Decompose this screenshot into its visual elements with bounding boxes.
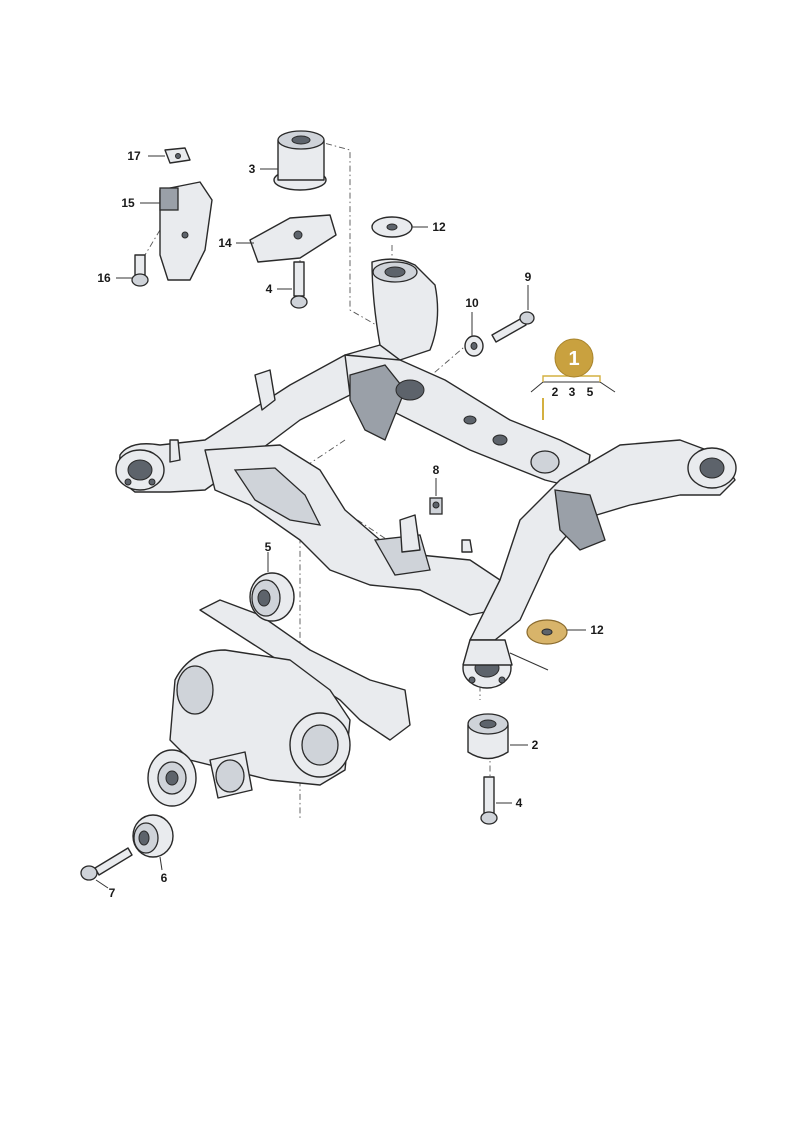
final-drive-differential: [147, 599, 411, 807]
callout-3: 3: [249, 162, 256, 176]
callout-17: 17: [127, 149, 141, 163]
callout-labels: 17 15 16 3 14 4 12 10 9 8 5 12 2 4 6 7: [97, 149, 604, 900]
bolt-part-16: [131, 254, 149, 287]
bolt-part-4-top: [290, 261, 308, 309]
badge-sub-item-1: 2: [552, 385, 559, 399]
bush-part-6: [132, 814, 174, 858]
callout-4-top: 4: [266, 282, 273, 296]
callout-10: 10: [465, 296, 479, 310]
callout-7: 7: [109, 886, 116, 900]
bush-part-2: [467, 713, 509, 760]
callout-16: 16: [97, 271, 111, 285]
bush-part-5: [249, 572, 295, 622]
leader-lines: [95, 155, 586, 889]
clip-nut-part: [164, 147, 191, 164]
rubber-mount-part-3: [273, 130, 327, 191]
badge-circle: [554, 338, 594, 378]
washer-part-12-highlighted: [526, 619, 568, 645]
callout-12-right: 12: [590, 623, 604, 637]
rear-axle-subframe: [115, 258, 737, 689]
badge-number: 1: [568, 348, 579, 370]
callout-2: 2: [532, 738, 539, 752]
bracket-part: [159, 181, 213, 281]
assembly-badge: 1 2 3 5: [530, 338, 616, 420]
callout-14: 14: [218, 236, 232, 250]
washer-part-12-top: [371, 216, 413, 238]
bolt-part-9: [491, 311, 535, 343]
callout-12-top: 12: [432, 220, 446, 234]
callout-8: 8: [433, 463, 440, 477]
nut-part-8: [429, 497, 443, 515]
mounting-bracket-part-14: [249, 214, 337, 263]
callout-15: 15: [121, 196, 135, 210]
washer-part-10: [464, 335, 484, 357]
badge-sub-item-2: 3: [569, 385, 576, 399]
bolt-part-7: [80, 847, 133, 881]
callout-4-bottom: 4: [516, 796, 523, 810]
bolt-part-4-bottom: [480, 776, 498, 825]
callout-6: 6: [161, 871, 168, 885]
callout-5: 5: [265, 540, 272, 554]
callout-9: 9: [525, 270, 532, 284]
badge-sub-item-3: 5: [587, 385, 594, 399]
